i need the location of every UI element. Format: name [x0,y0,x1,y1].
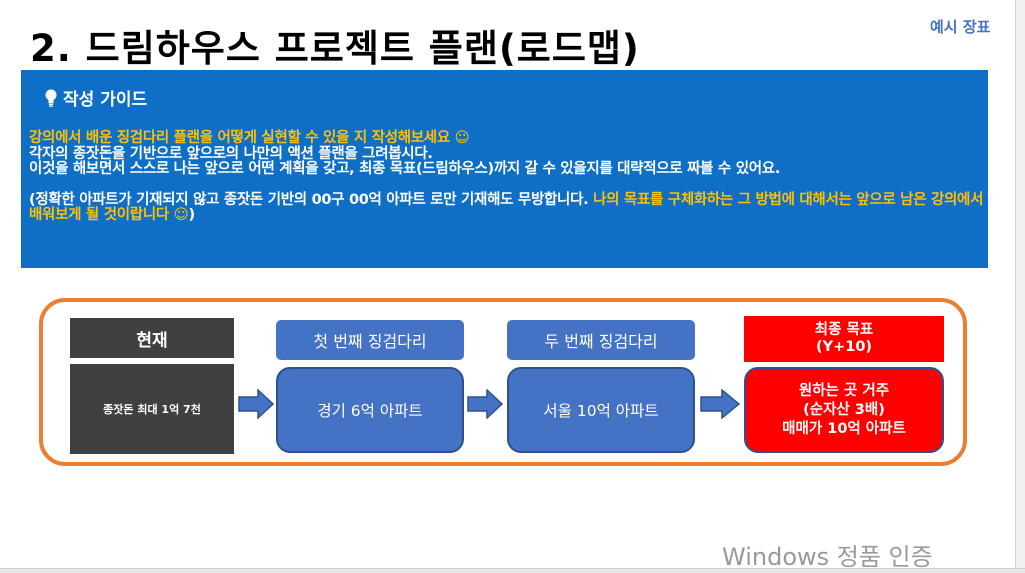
activation-watermark: Windows 정품 인증 [722,543,933,571]
guide-heading-label: 작성 가이드 [63,90,148,110]
step2-value: 서울 10억 아파트 [507,367,695,453]
arrow-right-icon [238,389,274,419]
step1-label: 첫 번째 징검다리 [276,320,464,360]
guide-line-4: (정확한 아파트가 기재되지 않고 종잣돈 기반의 00구 00억 아파트 로만… [29,191,984,224]
horizontal-scrollbar[interactable] [0,568,1025,573]
page-title: 2. 드림하우스 프로젝트 플랜(로드맵) [30,27,640,70]
guide-line-2: 각자의 종잣돈을 기반으로 앞으로의 나만의 액션 플랜을 그려봅시다. [29,145,433,162]
example-tag: 예시 장표 [930,18,991,36]
roadmap-frame [39,298,967,466]
arrow-right-icon [467,389,503,419]
goal-value-line3: 매매가 10억 아파트 [782,420,906,437]
current-value: 종잣돈 최대 1억 7천 [70,364,234,454]
guide-line-3: 이것을 해보면서 스스로 나는 앞으로 어떤 계획을 갖고, 최종 목표(드림하… [29,161,781,177]
step1-value: 경기 6억 아파트 [276,367,464,453]
guide-heading: 작성 가이드 [45,85,147,110]
guide-line-4-white: (정확한 아파트가 기재되지 않고 종잣돈 기반의 00구 00억 아파트 로만… [29,191,594,208]
guide-text: 강의에서 배운 징검다리 플랜을 어떻게 실현할 수 있을 지 작성해보세요 ☺… [29,130,984,224]
goal-value-line1: 원하는 곳 거주 [798,382,890,399]
goal-value-line2: (순자산 3배) [803,401,885,418]
vertical-scrollbar[interactable] [1015,0,1025,573]
step2-label: 두 번째 징검다리 [507,320,695,360]
arrow-right-icon [700,389,740,419]
current-label: 현재 [70,318,234,358]
goal-label: 최종 목표 (Y+10) [744,316,944,362]
guide-line-4-end: ) [188,207,195,223]
goal-value: 원하는 곳 거주 (순자산 3배) 매매가 10억 아파트 [744,367,944,453]
goal-label-line1: 최종 목표 [814,322,874,338]
goal-label-line2: (Y+10) [815,339,873,355]
lightbulb-icon [45,88,57,108]
guide-line-1: 강의에서 배운 징검다리 플랜을 어떻게 실현할 수 있을 지 작성해보세요 ☺ [29,130,470,146]
guide-line-4-orange: 나의 목표를 구체화하는 그 방법에 대해서는 앞으로 남은 강의에서 배워보게… [29,191,984,223]
guide-box: 작성 가이드 강의에서 배운 징검다리 플랜을 어떻게 실현할 수 있을 지 작… [21,70,988,268]
